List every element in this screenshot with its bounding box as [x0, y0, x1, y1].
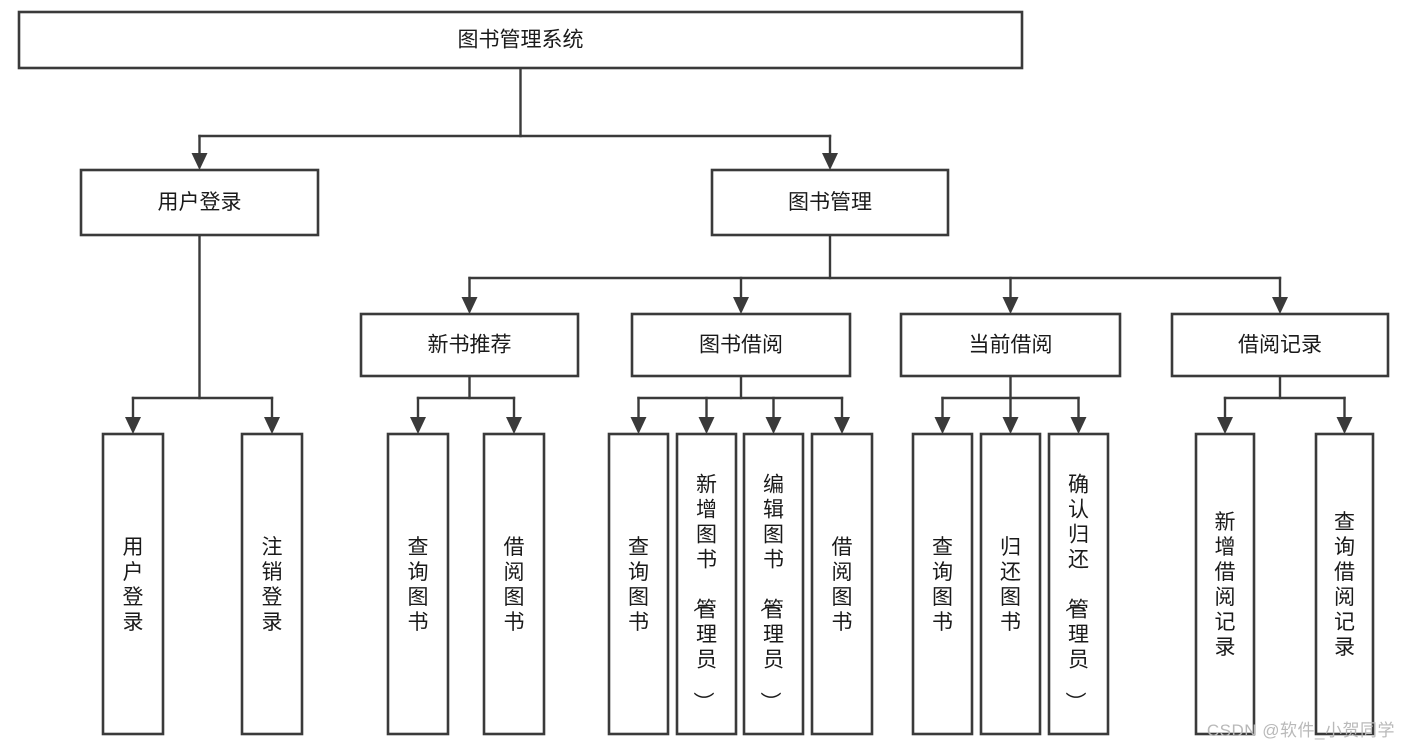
node-box-leaf-query-book-3: [911, 432, 974, 736]
arrow-book-borrow-to-leaf-borrow-book-2: [834, 417, 850, 434]
arrow-borrow-record-to-leaf-add-record: [1217, 417, 1233, 434]
node-box-book-borrow: [630, 312, 852, 378]
arrow-root-to-book-manage: [822, 153, 838, 170]
node-leaf-user-login[interactable]: 用户登录: [101, 432, 165, 736]
arrow-current-borrow-to-leaf-return-book: [1002, 417, 1019, 434]
node-label-leaf-borrow-book-1: 借阅图书: [504, 536, 525, 634]
node-label-leaf-query-record: 查询借阅记录: [1334, 511, 1355, 659]
node-label-leaf-edit-book: 编辑图书（管理员）: [758, 474, 784, 713]
node-box-leaf-edit-book: [742, 432, 805, 736]
node-box-leaf-borrow-book-2: [810, 432, 874, 736]
node-current-borrow[interactable]: 当前借阅: [899, 312, 1122, 378]
node-leaf-confirm-return[interactable]: 确认归还（管理员）: [1047, 432, 1110, 736]
node-leaf-query-book-2[interactable]: 查询图书: [607, 432, 670, 736]
node-label-leaf-add-record: 新增借阅记录: [1215, 511, 1236, 659]
node-box-leaf-query-book-2: [607, 432, 670, 736]
node-leaf-query-record[interactable]: 查询借阅记录: [1314, 432, 1375, 736]
arrow-book-manage-to-book-borrow: [733, 297, 749, 314]
arrow-book-manage-to-current-borrow: [1002, 297, 1019, 314]
node-leaf-borrow-book-2[interactable]: 借阅图书: [810, 432, 874, 736]
arrow-new-book-recommend-to-leaf-borrow-book-1: [506, 417, 522, 434]
node-leaf-query-book-1[interactable]: 查询图书: [386, 432, 450, 736]
node-label-leaf-query-book-3: 查询图书: [932, 536, 953, 634]
node-label-leaf-return-book: 归还图书: [1000, 536, 1021, 634]
node-label-root: 图书管理系统: [458, 29, 584, 52]
node-box-borrow-record: [1170, 312, 1390, 378]
node-leaf-add-book[interactable]: 新增图书（管理员）: [675, 432, 738, 736]
node-box-book-manage: [710, 168, 950, 237]
arrow-user-login-to-leaf-user-login: [125, 417, 141, 434]
node-layer: 图书管理系统用户登录图书管理新书推荐图书借阅当前借阅借阅记录用户登录注销登录查询…: [17, 10, 1390, 736]
node-new-book-recommend[interactable]: 新书推荐: [359, 312, 580, 378]
node-root[interactable]: 图书管理系统: [17, 10, 1024, 70]
node-leaf-logout[interactable]: 注销登录: [240, 432, 304, 736]
node-box-user-login: [79, 168, 320, 237]
node-leaf-borrow-book-1[interactable]: 借阅图书: [482, 432, 546, 736]
node-user-login[interactable]: 用户登录: [79, 168, 320, 237]
watermark-text: CSDN @软件_小贺同学: [1206, 721, 1395, 740]
node-leaf-query-book-3[interactable]: 查询图书: [911, 432, 974, 736]
node-leaf-add-record[interactable]: 新增借阅记录: [1194, 432, 1256, 736]
node-box-current-borrow: [899, 312, 1122, 378]
node-box-leaf-return-book: [979, 432, 1042, 736]
node-label-leaf-add-book: 新增图书（管理员）: [691, 474, 717, 713]
node-book-manage[interactable]: 图书管理: [710, 168, 950, 237]
node-box-new-book-recommend: [359, 312, 580, 378]
node-box-leaf-query-record: [1314, 432, 1375, 736]
node-label-leaf-borrow-book-2: 借阅图书: [832, 536, 853, 634]
node-label-leaf-confirm-return: 确认归还（管理员）: [1063, 474, 1089, 713]
node-box-leaf-add-book: [675, 432, 738, 736]
node-borrow-record[interactable]: 借阅记录: [1170, 312, 1390, 378]
node-label-user-login: 用户登录: [158, 191, 242, 214]
arrow-book-borrow-to-leaf-query-book-2: [630, 417, 647, 434]
node-label-leaf-query-book-1: 查询图书: [408, 536, 429, 634]
arrow-book-borrow-to-leaf-edit-book: [765, 417, 782, 434]
node-label-new-book-recommend: 新书推荐: [428, 334, 512, 357]
node-label-leaf-user-login: 用户登录: [123, 536, 144, 634]
node-leaf-return-book[interactable]: 归还图书: [979, 432, 1042, 736]
node-label-leaf-logout: 注销登录: [262, 536, 283, 634]
arrow-book-manage-to-borrow-record: [1272, 297, 1288, 314]
connector-layer: [125, 66, 1353, 434]
arrow-new-book-recommend-to-leaf-query-book-1: [410, 417, 426, 434]
node-leaf-edit-book[interactable]: 编辑图书（管理员）: [742, 432, 805, 736]
arrow-current-borrow-to-leaf-confirm-return: [1070, 417, 1087, 434]
node-label-current-borrow: 当前借阅: [969, 334, 1053, 357]
node-box-leaf-logout: [240, 432, 304, 736]
arrow-current-borrow-to-leaf-query-book-3: [934, 417, 951, 434]
node-label-leaf-query-book-2: 查询图书: [628, 536, 649, 634]
arrow-book-borrow-to-leaf-add-book: [698, 417, 715, 434]
node-box-leaf-confirm-return: [1047, 432, 1110, 736]
arrow-root-to-user-login: [191, 153, 208, 170]
node-box-leaf-borrow-book-1: [482, 432, 546, 736]
node-label-borrow-record: 借阅记录: [1238, 334, 1322, 357]
arrow-borrow-record-to-leaf-query-record: [1336, 417, 1353, 434]
node-label-book-borrow: 图书借阅: [699, 334, 783, 357]
node-box-root: [17, 10, 1024, 70]
node-book-borrow[interactable]: 图书借阅: [630, 312, 852, 378]
arrow-user-login-to-leaf-logout: [264, 417, 280, 434]
node-box-leaf-user-login: [101, 432, 165, 736]
node-box-leaf-add-record: [1194, 432, 1256, 736]
arrow-book-manage-to-new-book-recommend: [461, 297, 478, 314]
node-label-book-manage: 图书管理: [788, 191, 872, 214]
node-box-leaf-query-book-1: [386, 432, 450, 736]
